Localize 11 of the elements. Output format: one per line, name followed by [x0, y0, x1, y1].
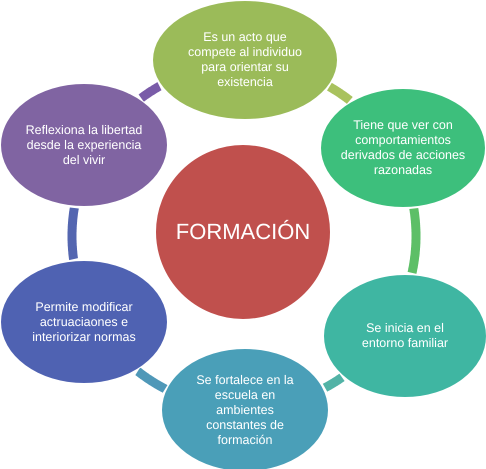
node-text: FORMACIÓN	[174, 219, 312, 245]
node-text: Se inicia en el entorno familiar	[360, 321, 450, 351]
connector-arc	[326, 82, 354, 104]
connector-arc	[134, 367, 169, 393]
node-text: Se fortalece en la escuela en ambientes constantes de formación	[195, 372, 295, 448]
connector-arc	[321, 373, 346, 392]
node-text: Permite modificar actruaciaones e interiorizar normas	[31, 300, 137, 344]
node-text: Es un acto que compete al individuo para orientar su existencia	[187, 30, 303, 90]
connector-arc	[137, 82, 164, 102]
node-text: Tiene que ver con comportamientos derivados de acciones razonadas	[340, 118, 466, 178]
node-text: Reflexiona la libertad desde la experiencia del vivir	[24, 122, 144, 168]
